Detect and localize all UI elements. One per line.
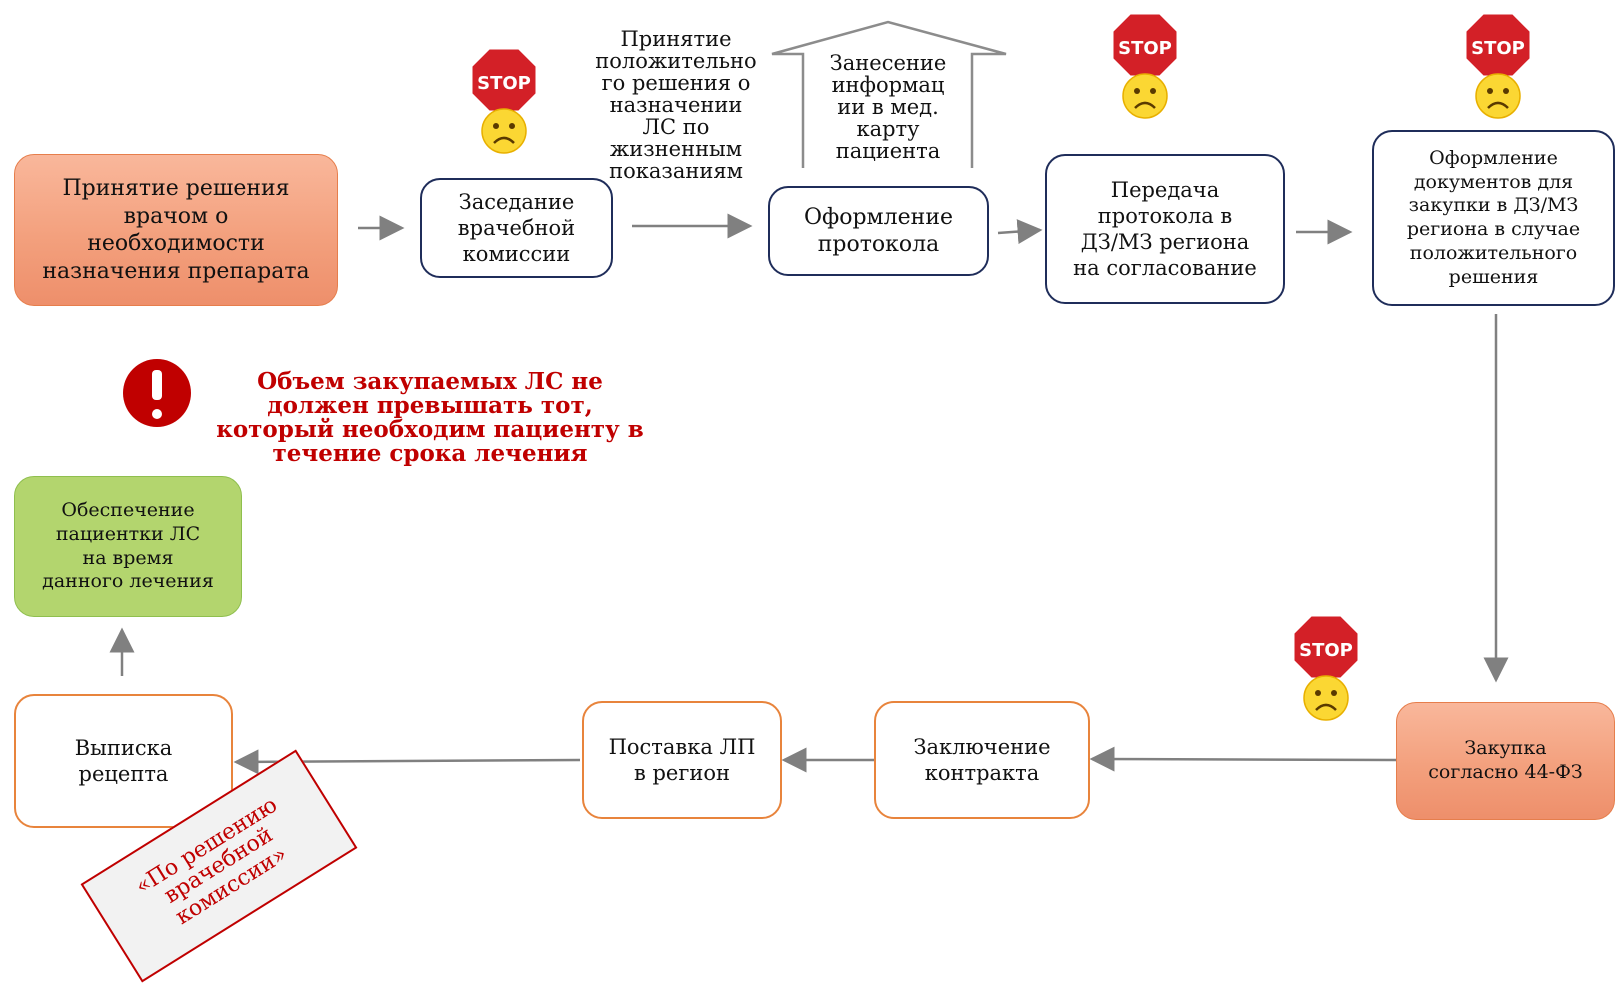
stop-sign-icon: STOP bbox=[1463, 11, 1533, 119]
note-positive-decision: Принятие положительно го решения о назна… bbox=[595, 27, 757, 184]
node-delivery: Поставка ЛП в регион bbox=[582, 701, 782, 819]
arrow-purchase-to-contract bbox=[1089, 746, 1397, 772]
warning-volume: Объем закупаемых ЛС не должен превышать … bbox=[216, 368, 644, 468]
node-purchase-documents: Оформление документов для закупки в ДЗ/М… bbox=[1372, 130, 1615, 306]
arrow-protocol-to-transfer bbox=[997, 219, 1043, 245]
node-transfer-protocol: Передача протокола в ДЗ/МЗ региона на со… bbox=[1045, 154, 1285, 304]
exclamation-icon bbox=[123, 359, 191, 427]
node-doctor-decision-label: Принятие решения врачом о необходимости … bbox=[42, 176, 310, 284]
node-purchase-44fz: Закупка согласно 44-ФЗ bbox=[1396, 702, 1615, 820]
node-prescription: Выписка рецепта bbox=[14, 694, 233, 828]
svg-text:STOP: STOP bbox=[477, 73, 531, 94]
stop-sign-icon: STOP bbox=[1110, 11, 1180, 119]
svg-text:STOP: STOP bbox=[1471, 38, 1525, 59]
node-provision: Обеспечение пациентки ЛС на время данног… bbox=[14, 476, 242, 617]
node-prescription-label: Выписка рецепта bbox=[74, 735, 173, 786]
stop-sign-icon: STOP bbox=[469, 46, 539, 154]
note-record-entry: Занесение информац ии в мед. карту пацие… bbox=[829, 51, 947, 164]
stop-sign-icon: STOP bbox=[1291, 613, 1361, 721]
node-protocol-label: Оформление протокола bbox=[803, 204, 954, 258]
node-purchase-44fz-label: Закупка согласно 44-ФЗ bbox=[1428, 737, 1583, 783]
node-contract: Заключение контракта bbox=[874, 701, 1090, 819]
svg-text:STOP: STOP bbox=[1118, 38, 1172, 59]
node-doctor-decision: Принятие решения врачом о необходимости … bbox=[14, 154, 338, 306]
node-delivery-label: Поставка ЛП в регион bbox=[608, 734, 756, 785]
node-transfer-protocol-label: Передача протокола в ДЗ/МЗ региона на со… bbox=[1073, 177, 1257, 281]
node-provision-label: Обеспечение пациентки ЛС на время данног… bbox=[42, 499, 214, 593]
node-commission-meeting-label: Заседание врачебной комиссии bbox=[457, 189, 576, 267]
node-protocol: Оформление протокола bbox=[768, 186, 989, 276]
block-arrow-up bbox=[771, 20, 1007, 168]
node-purchase-documents-label: Оформление документов для закупки в ДЗ/М… bbox=[1406, 146, 1581, 288]
svg-text:STOP: STOP bbox=[1299, 640, 1353, 661]
node-commission-meeting: Заседание врачебной комиссии bbox=[420, 178, 613, 278]
node-contract-label: Заключение контракта bbox=[913, 734, 1051, 785]
